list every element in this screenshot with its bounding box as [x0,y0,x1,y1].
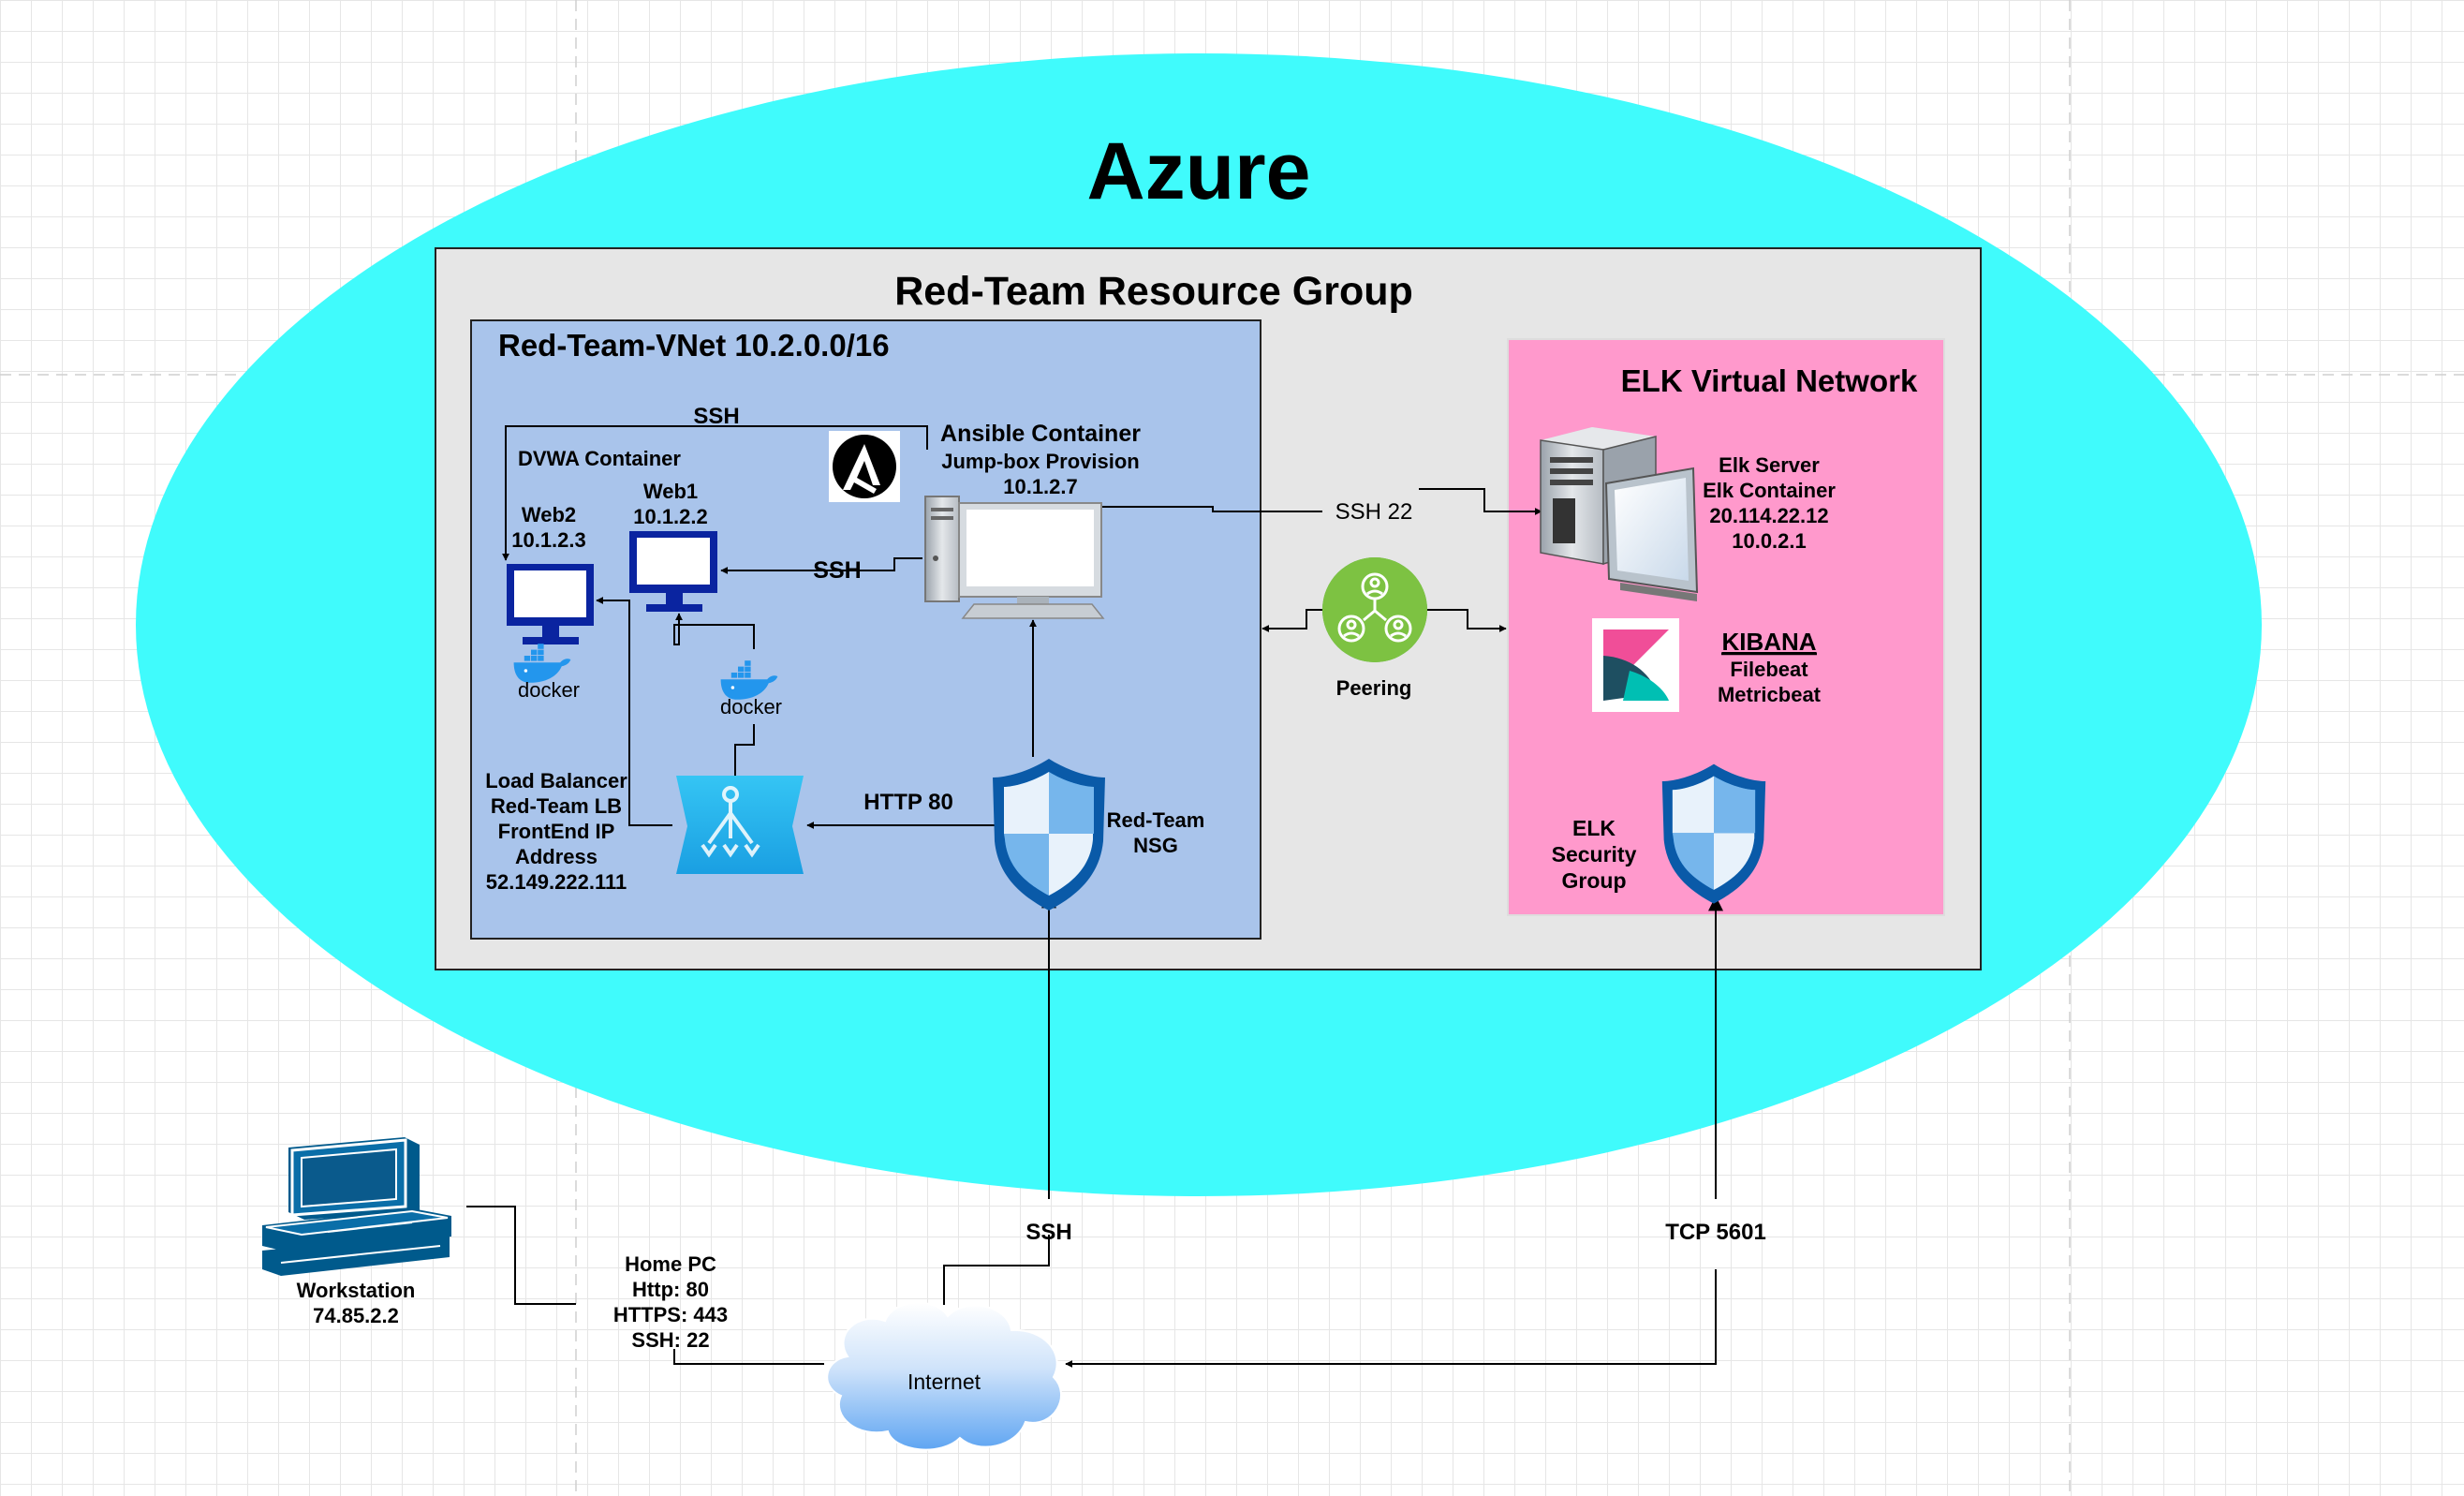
edge-ssh-web1-label: SSH [813,557,861,584]
nsg-line-1: Red-Team [1107,808,1205,832]
web1-name: Web1 [643,480,698,503]
home-pc-line-1: Home PC [625,1252,716,1276]
edge-peering-to-elk[interactable] [1422,609,1507,632]
elk-server-line-2: Elk Container [1703,479,1836,502]
workstation-computer-icon [262,1137,451,1276]
internet-cloud-icon [826,1301,1063,1451]
elk-network-title: ELK Virtual Network [1621,363,1918,398]
edge-ssh-internet-label: SSH [1025,1220,1071,1245]
lb-line-5: 52.149.222.111 [486,870,627,894]
home-pc-line-4: SSH: 22 [631,1328,709,1352]
elk-server-line-4: 10.0.2.1 [1732,529,1807,553]
edge-homepc-to-internet[interactable] [673,1349,824,1365]
web2-node[interactable]: Web2 10.1.2.3 docker [507,503,594,702]
peering-label: Peering [1336,676,1412,700]
workstation-name: Workstation [297,1279,416,1302]
workstation-node[interactable]: Workstation 74.85.2.2 [262,1137,451,1327]
edge-internet-ssh-low[interactable] [943,1235,1050,1305]
workstation-ip: 74.85.2.2 [313,1304,399,1327]
home-pc-line-3: HTTPS: 443 [613,1303,728,1326]
kibana-logo-icon [1592,618,1679,712]
web1-docker-text: docker [720,695,782,718]
kibana-filebeat: Filebeat [1730,658,1808,681]
edge-lb-to-docker1[interactable] [734,724,755,776]
elk-security-group-node[interactable]: ELK Security Group [1552,763,1766,904]
lb-line-1: Load Balancer [485,769,627,792]
web2-ip: 10.1.2.3 [511,528,586,552]
ansible-title: Ansible Container [940,421,1141,447]
peering-node[interactable]: Peering [1322,557,1427,700]
web1-ip: 10.1.2.2 [633,505,708,528]
jumpbox-computer-icon[interactable] [924,496,1105,619]
elk-server-line-1: Elk Server [1719,453,1820,477]
lb-line-4: Address [515,845,598,868]
web1-monitor-icon [629,531,717,612]
ansible-subtitle: Jump-box Provision [941,450,1139,473]
nsg-line-2: NSG [1133,834,1178,857]
home-pc-line-2: Http: 80 [632,1278,709,1301]
resource-group-title: Red-Team Resource Group [894,269,1413,314]
red-team-nsg-node[interactable]: Red-Team NSG [993,759,1204,911]
edge-peering-to-vnet[interactable] [1262,609,1332,632]
azure-title: Azure [1087,126,1311,216]
web1-docker-icon: docker [720,660,782,718]
ansible-logo-icon [829,431,900,502]
edge-workstation-to-homepc[interactable] [466,1206,576,1305]
edge-ssh-top-label: SSH [693,404,739,429]
edge-tcp5601-label: TCP 5601 [1665,1220,1766,1245]
edge-docker1-to-web1[interactable] [673,613,755,649]
home-pc-label: Home PC Http: 80 HTTPS: 443 SSH: 22 [613,1252,728,1352]
vnet-title: Red-Team-VNet 10.2.0.0/16 [498,328,890,363]
kibana-title: KIBANA [1721,628,1816,656]
elk-sg-line-1: ELK [1572,816,1616,840]
edge-ssh22-label: SSH 22 [1335,499,1413,525]
internet-label: Internet [907,1370,981,1394]
edge-ssh22-part2[interactable] [1419,488,1542,515]
load-balancer-icon [676,776,804,874]
web2-docker-icon: docker [513,644,580,702]
internet-node[interactable]: Internet [826,1301,1063,1451]
load-balancer-node[interactable]: Load Balancer Red-Team LB FrontEnd IP Ad… [485,769,804,894]
lb-line-2: Red-Team LB [491,794,622,818]
elk-server-line-3: 20.114.22.12 [1709,504,1828,527]
lb-line-3: FrontEnd IP [498,820,615,843]
web2-monitor-icon [507,564,594,644]
elk-sg-line-2: Security [1552,842,1637,866]
kibana-node[interactable]: KIBANA Filebeat Metricbeat [1592,618,1822,712]
web2-docker-text: docker [518,678,580,702]
dvwa-container-label: DVWA Container [518,447,681,470]
kibana-metricbeat: Metricbeat [1718,683,1822,706]
web1-node[interactable]: Web1 10.1.2.2 [629,480,717,612]
edge-tcp5601-to-internet[interactable] [1065,1269,1717,1368]
elk-server-icon [1540,427,1699,601]
elk-sg-line-3: Group [1562,868,1627,893]
edge-lb-to-web2[interactable] [596,597,672,826]
red-team-vnet[interactable]: Red-Team-VNet 10.2.0.0/16 [470,319,1262,940]
web2-name: Web2 [522,503,576,526]
peering-icon [1322,557,1427,662]
edge-ssh-jumpbox-web1[interactable] [720,557,922,574]
edge-ssh-jumpbox-web2[interactable] [502,425,928,561]
edge-http80-label: HTTP 80 [863,790,953,815]
elk-server-node[interactable]: Elk Server Elk Container 20.114.22.12 10… [1540,427,1836,601]
ansible-ip: 10.1.2.7 [1003,475,1078,498]
